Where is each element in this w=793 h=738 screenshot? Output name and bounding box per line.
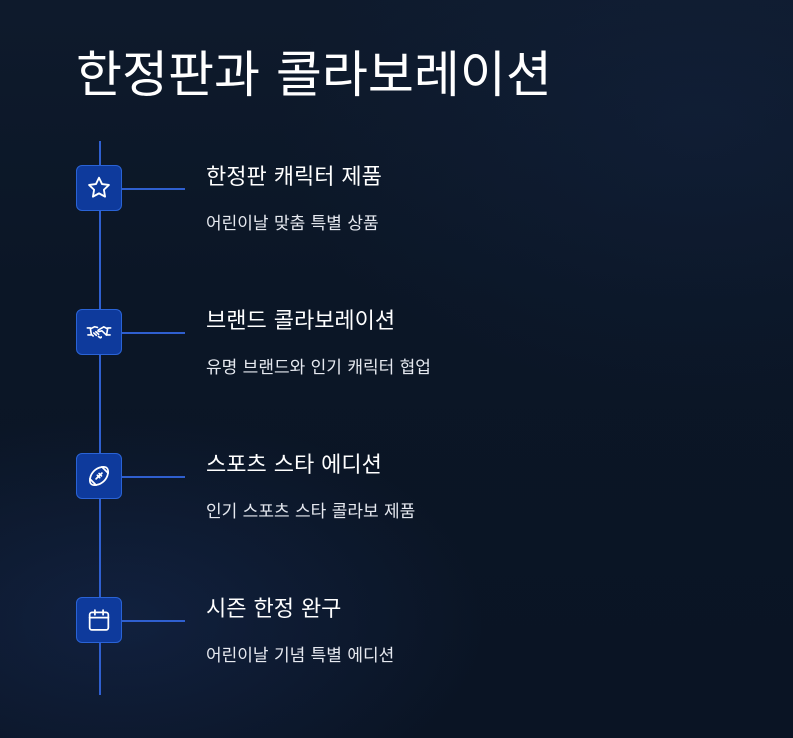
item-title-3: 스포츠 스타 에디션: [206, 453, 382, 478]
star-icon: [88, 176, 110, 198]
timeline-connector-2: [122, 332, 185, 334]
item-desc-4: 어린이날 기념 특별 에디션: [206, 646, 395, 666]
item-desc-3: 인기 스포츠 스타 콜라보 제품: [206, 502, 416, 522]
timeline-connector-4: [122, 620, 185, 622]
timeline-line: [99, 141, 101, 695]
timeline-node-1: [76, 165, 122, 211]
handshake-icon: [86, 325, 112, 339]
football-icon: [89, 466, 109, 486]
timeline-connector-3: [122, 476, 185, 478]
item-title-1: 한정판 캐릭터 제품: [206, 165, 382, 190]
timeline-node-4: [76, 597, 122, 643]
calendar-icon: [88, 609, 110, 631]
timeline-node-3: [76, 453, 122, 499]
item-desc-2: 유명 브랜드와 인기 캐릭터 협업: [206, 358, 431, 378]
item-title-2: 브랜드 콜라보레이션: [206, 309, 396, 334]
item-desc-1: 어린이날 맞춤 특별 상품: [206, 214, 379, 234]
page-title: 한정판과 콜라보레이션: [76, 46, 552, 104]
timeline-node-2: [76, 309, 122, 355]
timeline-connector-1: [122, 188, 185, 190]
item-title-4: 시즌 한정 완구: [206, 597, 342, 622]
